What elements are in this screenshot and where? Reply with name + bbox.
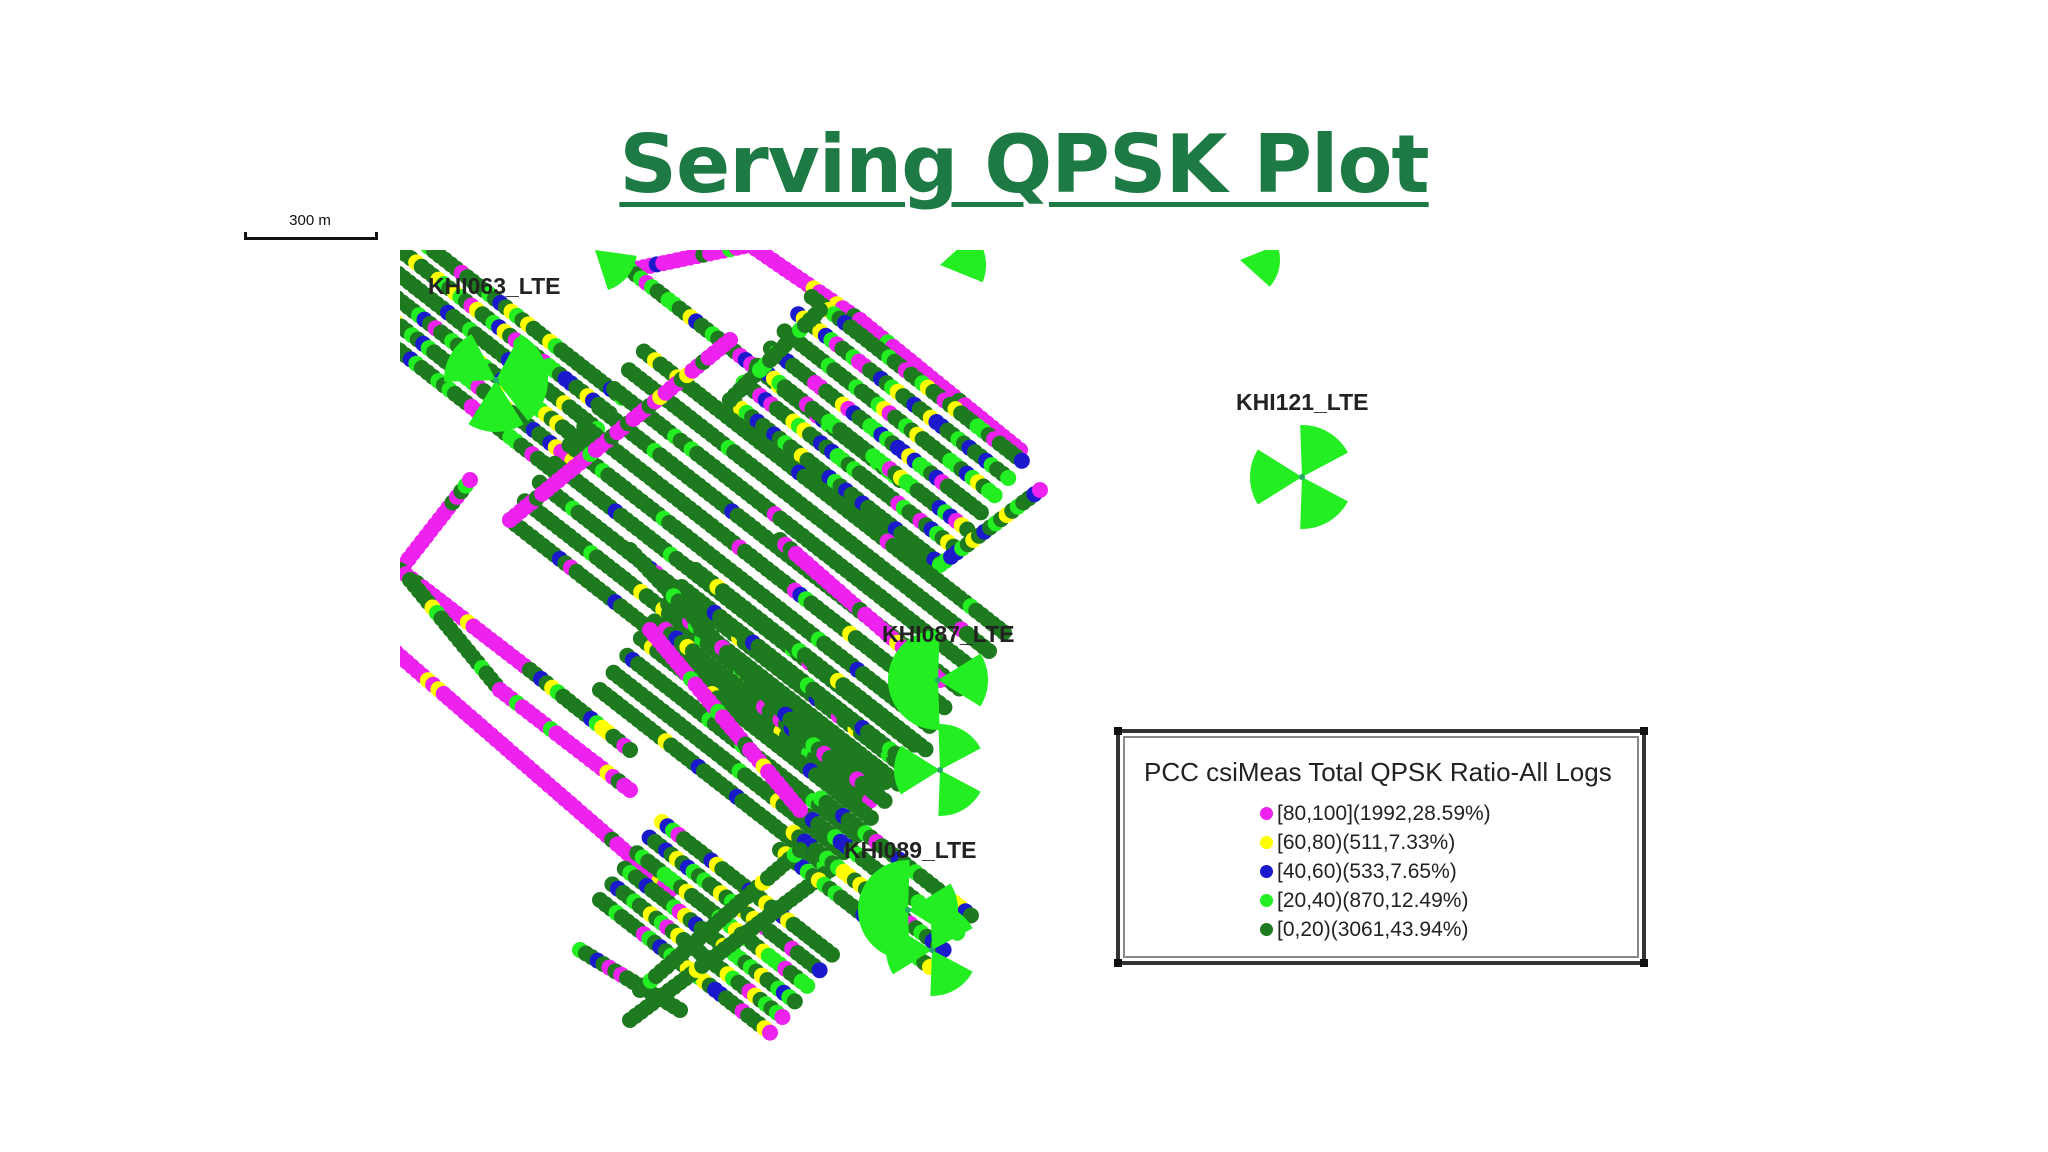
route-sample <box>862 809 879 826</box>
antenna-sector-icon <box>938 724 981 770</box>
legend-swatch <box>1260 836 1273 849</box>
site-marker-icon <box>1299 474 1305 480</box>
route-sample <box>1013 452 1030 469</box>
site-layer <box>444 250 1348 996</box>
route-sample <box>792 842 808 858</box>
antenna-sector-icon <box>1300 477 1348 529</box>
route-sample <box>786 993 803 1010</box>
site-label-khi089[interactable]: KHI089_LTE <box>844 837 977 863</box>
antenna-sector-icon <box>857 883 908 937</box>
route-sample <box>792 722 808 738</box>
route-sample <box>995 624 1012 641</box>
route-sample <box>622 782 638 798</box>
antenna-sector-icon <box>886 925 932 975</box>
scale-bar: 300 m <box>244 212 378 242</box>
antenna-sector-icon <box>468 380 524 432</box>
legend-swatch <box>1260 923 1273 936</box>
legend-item-label: [40,60)(533,7.65%) <box>1277 860 1457 883</box>
route-sample <box>722 332 738 348</box>
route-sample <box>672 1002 688 1018</box>
site-label-khi087[interactable]: KHI087_LTE <box>882 621 1015 647</box>
scale-bar-label: 300 m <box>289 212 331 229</box>
route-sample <box>1000 470 1017 486</box>
legend-item-label: [0,20)(3061,43.94%) <box>1277 918 1469 941</box>
route-sample <box>981 643 997 659</box>
route-sample <box>799 977 816 994</box>
route-sample <box>962 907 979 924</box>
route-sample <box>622 742 638 758</box>
legend-title: PCC csiMeas Total QPSK Ratio-All Logs <box>1144 757 1612 787</box>
route-sample <box>936 699 953 716</box>
antenna-sector-icon <box>893 630 940 680</box>
antenna-sector-icon <box>938 770 981 817</box>
antenna-sector-icon <box>938 653 988 707</box>
antenna-sector-icon <box>930 950 973 996</box>
site-marker-icon <box>935 677 941 683</box>
drive-test-map[interactable]: KHI063_LTE KHI121_LTE KHI087_LTE KHI089_… <box>400 250 1400 1080</box>
antenna-sector-icon <box>930 904 973 950</box>
route-sample <box>762 1024 778 1041</box>
route-sample <box>792 802 808 818</box>
legend-item: [80,100](1992,28.59%) <box>1260 799 1491 828</box>
route-sample <box>462 472 478 488</box>
legend-list: [80,100](1992,28.59%) [60,80)(511,7.33%)… <box>1260 799 1491 944</box>
antenna-sector-icon <box>1300 425 1348 477</box>
legend-item-label: [20,40)(870,12.49%) <box>1277 889 1469 912</box>
route-sample <box>824 946 840 963</box>
antenna-sector-icon <box>893 680 940 730</box>
page-title: Serving QPSK Plot <box>619 118 1429 211</box>
route-sample <box>774 1009 791 1025</box>
route-sample <box>876 792 893 809</box>
legend-item: [60,80)(511,7.33%) <box>1260 828 1491 857</box>
route-sample <box>811 962 828 979</box>
antenna-sector-icon <box>940 250 986 283</box>
site-marker-icon <box>905 907 911 913</box>
legend-item-label: [80,100](1992,28.59%) <box>1277 802 1491 825</box>
site-marker-icon <box>929 947 935 953</box>
antenna-sector-icon <box>496 334 548 382</box>
antenna-sector-icon <box>444 334 496 382</box>
antenna-sector-icon <box>1240 250 1280 287</box>
site-marker-icon <box>493 377 499 383</box>
legend-swatch <box>1260 865 1273 878</box>
antenna-sector-icon <box>496 369 548 421</box>
antenna-sector-icon <box>1250 449 1302 505</box>
antenna-sector-icon <box>863 860 910 910</box>
antenna-sector-icon <box>595 250 637 290</box>
site-label-khi063[interactable]: KHI063_LTE <box>428 273 561 299</box>
site-marker-icon <box>937 767 943 773</box>
legend-item-label: [60,80)(511,7.33%) <box>1277 831 1456 854</box>
legend: PCC csiMeas Total QPSK Ratio-All Logs [8… <box>1114 727 1648 967</box>
route-sample <box>972 504 989 521</box>
route-sample <box>1032 482 1048 498</box>
site-label-layer: KHI063_LTE KHI121_LTE KHI087_LTE KHI089_… <box>428 273 1369 863</box>
route-sample <box>812 302 828 318</box>
antenna-sector-icon <box>888 653 938 707</box>
route-sample <box>986 487 1003 504</box>
route-sample <box>917 741 934 758</box>
legend-swatch <box>1260 807 1273 820</box>
legend-swatch <box>1260 894 1273 907</box>
legend-item: [40,60)(533,7.65%) <box>1260 857 1491 886</box>
antenna-sector-icon <box>894 745 940 795</box>
legend-item: [20,40)(870,12.49%) <box>1260 886 1491 915</box>
site-label-khi121[interactable]: KHI121_LTE <box>1236 389 1369 415</box>
legend-item: [0,20)(3061,43.94%) <box>1260 915 1491 944</box>
scale-bar-line <box>244 232 378 240</box>
